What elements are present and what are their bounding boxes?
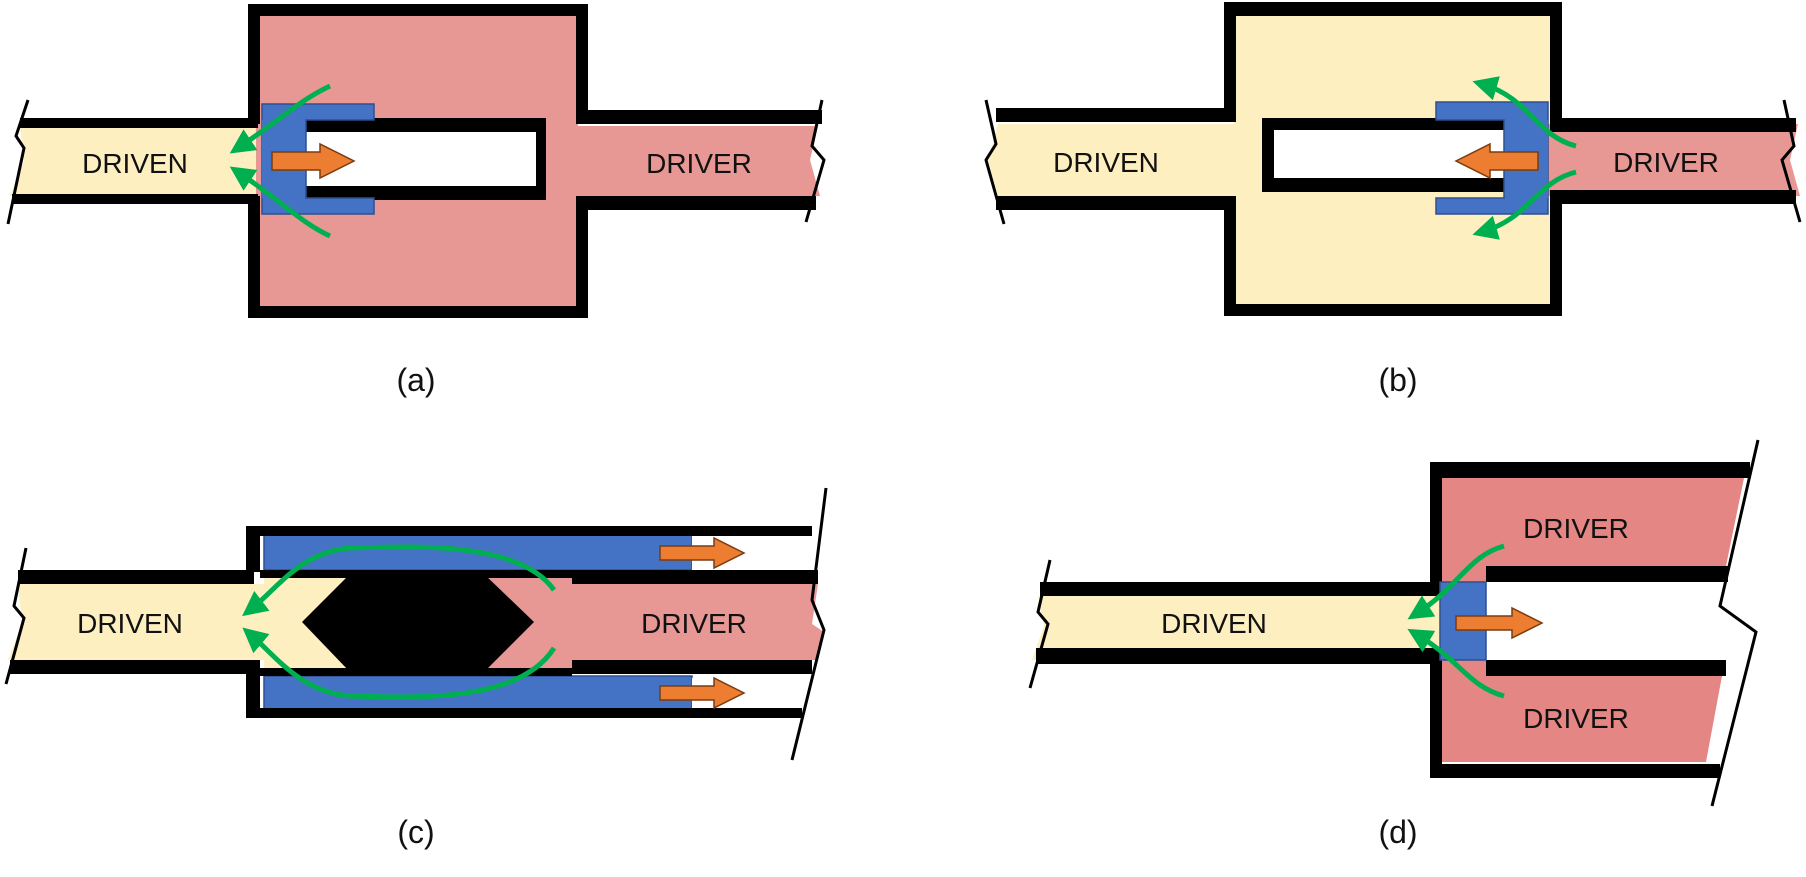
piston-motion-arrow — [271, 142, 356, 180]
driver-tube-region — [576, 126, 820, 196]
driver-tube-region — [1546, 124, 1800, 196]
walls — [996, 2, 1796, 316]
flow-arrow — [229, 166, 332, 239]
driver-label: DRIVER — [641, 608, 747, 639]
driver-label: DRIVER — [646, 148, 752, 179]
break-line — [1780, 99, 1802, 223]
break-line — [1710, 439, 1760, 807]
piston — [261, 103, 375, 215]
driven-gas-region — [988, 124, 1236, 196]
driver-chamber-top — [1440, 478, 1744, 584]
driver-gas-region — [484, 576, 824, 668]
panel-d: DRIVEN DRIVER DRIVER (d) — [1028, 439, 1760, 850]
piston-face — [262, 120, 272, 198]
driver-top-label: DRIVER — [1523, 513, 1629, 544]
break-line — [790, 487, 828, 761]
driven-gas-region — [1032, 596, 1440, 660]
panel-caption: (a) — [396, 362, 435, 398]
driver-chamber-bottom — [1440, 660, 1722, 762]
panel-caption: (c) — [397, 814, 434, 850]
break-line — [804, 99, 826, 223]
flow-arrow — [1407, 628, 1505, 699]
flow-arrow — [1472, 169, 1577, 240]
walls — [10, 526, 818, 718]
driven-label: DRIVEN — [1161, 608, 1267, 639]
panel-caption: (b) — [1378, 362, 1417, 398]
panel-b: DRIVEN DRIVER (b) — [984, 2, 1802, 398]
panel-a: DRIVEN DRIVER (a) — [6, 4, 826, 398]
break-line — [4, 547, 28, 685]
panel-caption: (d) — [1378, 814, 1417, 850]
inner-bore — [1486, 582, 1756, 660]
driven-gas-region — [10, 126, 258, 196]
driven-label: DRIVEN — [77, 608, 183, 639]
flow-arrow — [242, 627, 557, 700]
flow-arrow — [1407, 543, 1505, 620]
piston-motion-arrow — [1455, 606, 1544, 640]
walls — [1036, 462, 1750, 778]
walls — [12, 4, 822, 318]
flow-arrow — [1472, 76, 1577, 149]
central-obstruction — [302, 574, 534, 672]
driven-label: DRIVEN — [1053, 147, 1159, 178]
break-line — [6, 99, 30, 225]
piston-motion-arrow — [1454, 142, 1539, 180]
flow-arrow — [242, 544, 557, 617]
piston-motion-arrow — [659, 536, 746, 570]
break-line — [984, 99, 1006, 225]
break-line — [1028, 559, 1052, 689]
piston-face — [1538, 120, 1548, 198]
driver-bottom-label: DRIVER — [1523, 703, 1629, 734]
piston-motion-arrow — [659, 676, 746, 710]
driver-label: DRIVER — [1613, 147, 1719, 178]
panel-c: DRIVEN DRIVER (c) — [4, 487, 828, 850]
flow-arrow — [229, 83, 332, 154]
driven-label: DRIVEN — [82, 148, 188, 179]
